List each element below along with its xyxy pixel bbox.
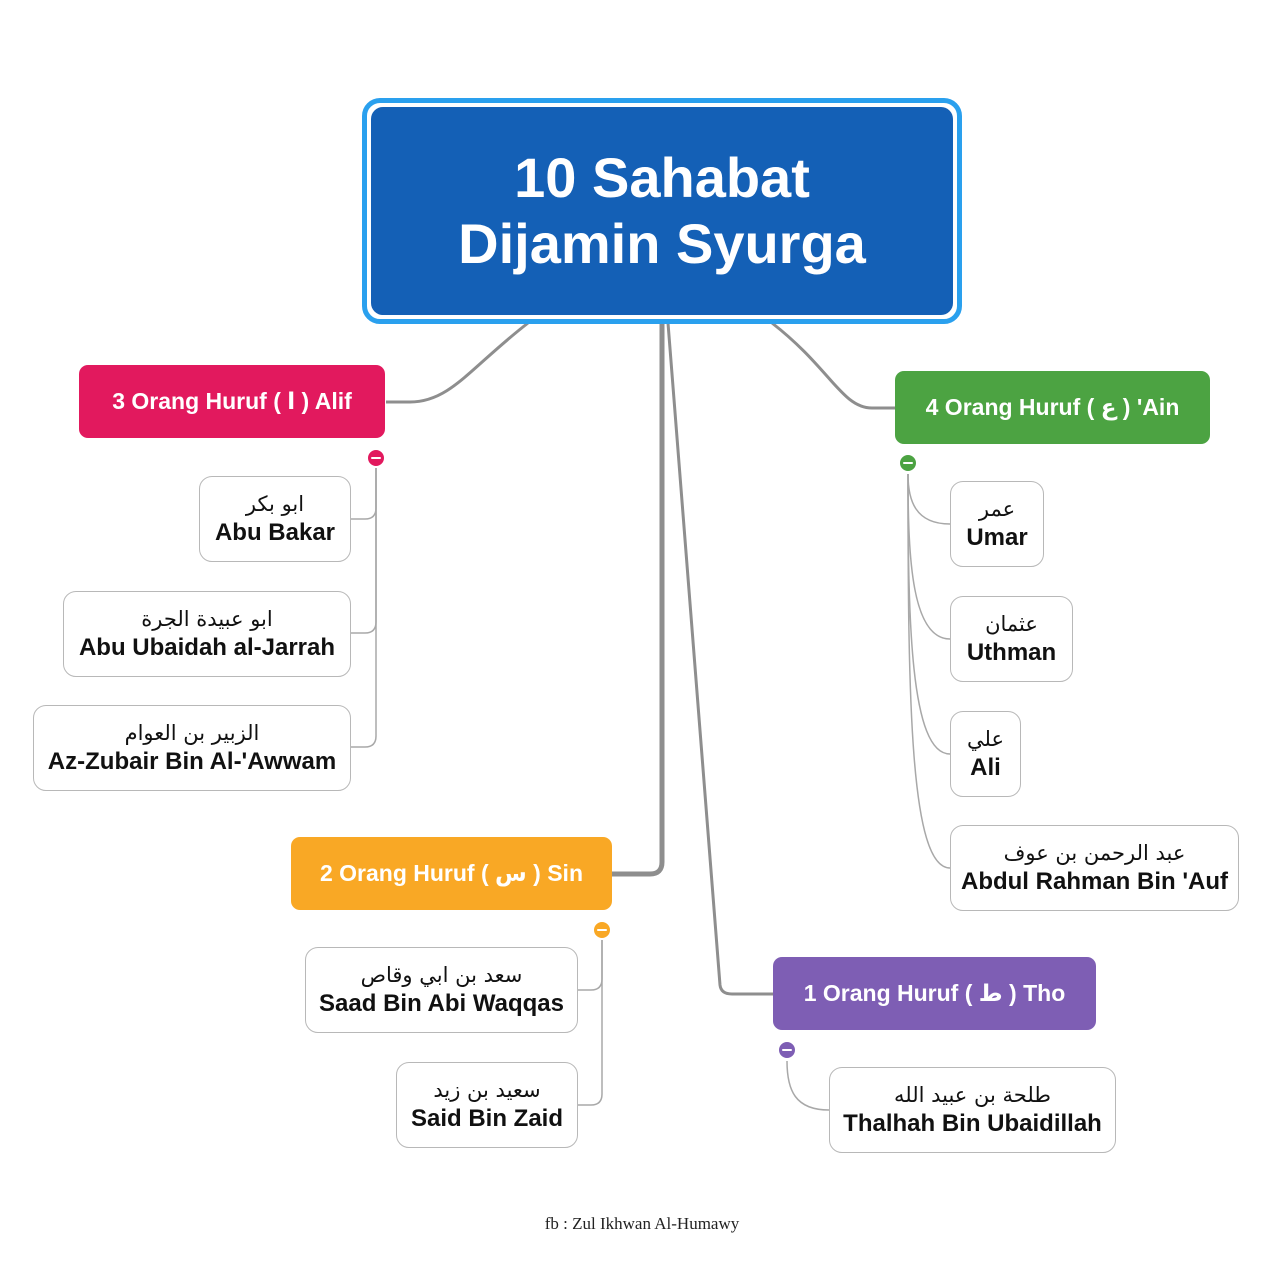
leaf-abu-bakar[interactable]: ابو بكر Abu Bakar	[199, 476, 351, 562]
branch-ain[interactable]: 4 Orang Huruf ( ع ) 'Ain	[895, 371, 1210, 444]
connector-root-alif	[386, 321, 529, 404]
leaf-arabic: عمر	[978, 497, 1016, 521]
leaf-arabic: ابو عبيدة الجرة	[141, 607, 273, 631]
leaf-latin: Abdul Rahman Bin 'Auf	[960, 868, 1229, 895]
leaf-said[interactable]: سعيد بن زيد Said Bin Zaid	[396, 1062, 578, 1148]
leaf-arabic: سعد بن ابي وقاص	[360, 963, 523, 987]
connector-ain-1	[907, 473, 951, 525]
leaf-latin: Saad Bin Abi Waqqas	[319, 990, 564, 1017]
leaf-az-zubair[interactable]: الزبير بن العوام Az-Zubair Bin Al-'Awwam	[33, 705, 351, 791]
leaf-umar[interactable]: عمر Umar	[950, 481, 1044, 567]
leaf-ali[interactable]: علي Ali	[950, 711, 1021, 797]
connector-tho-1	[786, 1060, 830, 1111]
collapse-ain-icon[interactable]	[898, 453, 918, 473]
leaf-latin: Thalhah Bin Ubaidillah	[843, 1110, 1102, 1137]
branch-sin[interactable]: 2 Orang Huruf ( س ) Sin	[291, 837, 612, 910]
leaf-thalhah[interactable]: طلحة بن عبيد الله Thalhah Bin Ubaidillah	[829, 1067, 1116, 1153]
branch-tho-label: 1 Orang Huruf ( ط ) Tho	[803, 980, 1066, 1006]
connector-sin-2	[578, 940, 603, 1106]
leaf-arabic: ابو بكر	[245, 492, 305, 516]
collapse-sin-icon[interactable]	[592, 920, 612, 940]
leaf-arabic: عبد الرحمن بن عوف	[1003, 841, 1186, 865]
branch-tho[interactable]: 1 Orang Huruf ( ط ) Tho	[773, 957, 1096, 1030]
connector-ain-4	[907, 473, 951, 869]
connector-sin-1	[578, 940, 603, 991]
connector-ain-2	[907, 473, 951, 640]
leaf-latin: Umar	[966, 524, 1028, 551]
leaf-latin: Az-Zubair Bin Al-'Awwam	[47, 748, 337, 775]
leaf-arabic: علي	[967, 727, 1004, 751]
branch-alif[interactable]: 3 Orang Huruf ( ا ) Alif	[79, 365, 385, 438]
leaf-abu-ubaidah[interactable]: ابو عبيدة الجرة Abu Ubaidah al-Jarrah	[63, 591, 351, 677]
leaf-saad[interactable]: سعد بن ابي وقاص Saad Bin Abi Waqqas	[305, 947, 578, 1033]
collapse-tho-icon[interactable]	[777, 1040, 797, 1060]
leaf-abdul-rahman[interactable]: عبد الرحمن بن عوف Abdul Rahman Bin 'Auf	[950, 825, 1239, 911]
connector-alif-2	[351, 468, 377, 634]
root-title: 10 Sahabat Dijamin Syurga	[371, 107, 953, 315]
branch-sin-label: 2 Orang Huruf ( س ) Sin	[319, 860, 584, 886]
branch-ain-label: 4 Orang Huruf ( ع ) 'Ain	[925, 394, 1180, 420]
leaf-arabic: الزبير بن العوام	[124, 721, 260, 745]
connector-alif-3	[351, 468, 377, 748]
connector-ain-3	[907, 473, 951, 755]
leaf-arabic: طلحة بن عبيد الله	[893, 1083, 1051, 1107]
connector-root-tho	[666, 322, 773, 996]
leaf-arabic: عثمان	[985, 612, 1038, 636]
leaf-uthman[interactable]: عثمان Uthman	[950, 596, 1073, 682]
connector-root-ain	[771, 321, 895, 410]
leaf-latin: Uthman	[966, 639, 1057, 666]
collapse-alif-icon[interactable]	[366, 448, 386, 468]
root-node[interactable]: 10 Sahabat Dijamin Syurga	[362, 98, 962, 324]
leaf-latin: Abu Ubaidah al-Jarrah	[78, 634, 336, 661]
credit-text: fb : Zul Ikhwan Al-Humawy	[544, 1214, 740, 1233]
connector-alif-1	[351, 468, 377, 520]
leaf-latin: Ali	[970, 754, 1001, 781]
leaf-latin: Abu Bakar	[214, 519, 336, 546]
leaf-arabic: سعيد بن زيد	[433, 1078, 541, 1102]
connector-root-sin	[612, 323, 665, 877]
leaf-latin: Said Bin Zaid	[410, 1105, 563, 1132]
branch-alif-label: 3 Orang Huruf ( ا ) Alif	[112, 388, 352, 414]
